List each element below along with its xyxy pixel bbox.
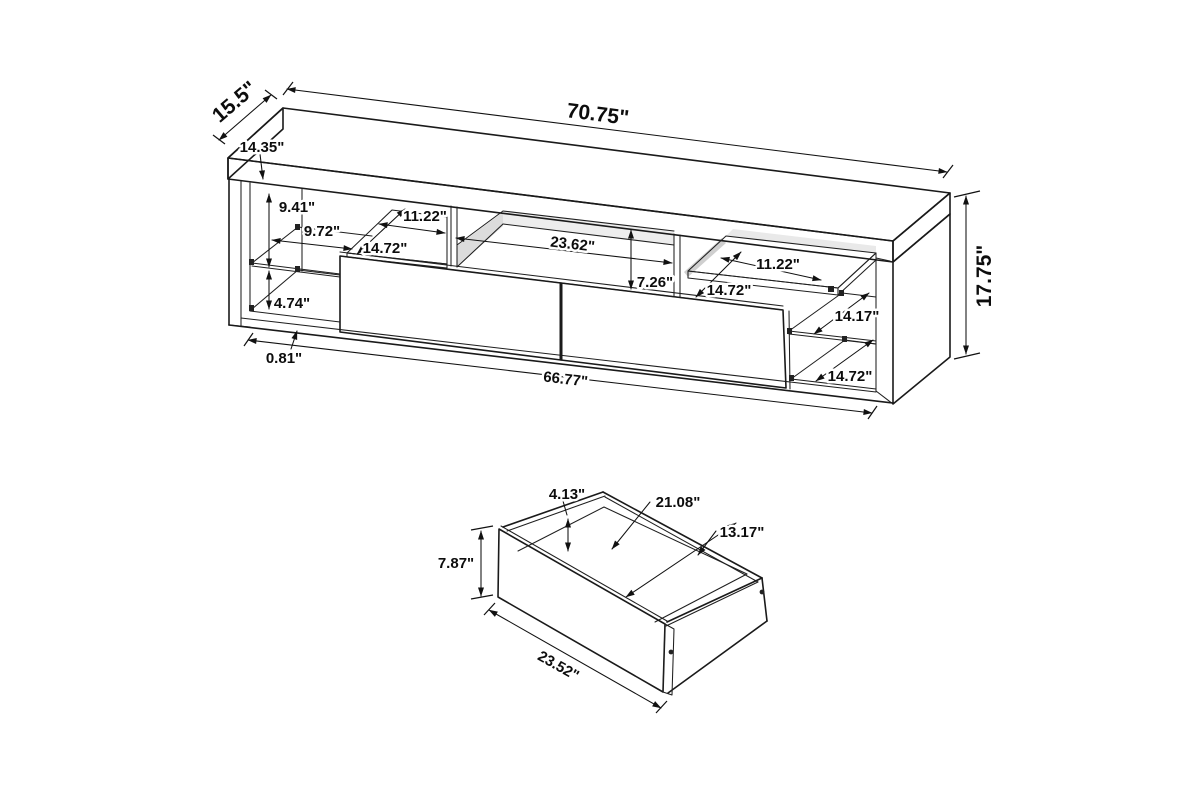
dim-label-height: 17.75" bbox=[973, 245, 996, 308]
dim-tick bbox=[243, 332, 254, 347]
left-floor-front-edge bbox=[249, 310, 341, 323]
dim-leader-interior-height bbox=[562, 500, 568, 516]
dim-line-center-width bbox=[455, 235, 673, 266]
drawer-labels: 4.13" 21.08" 13.17" 7.87" 23.52" bbox=[435, 484, 766, 687]
console-right-panel bbox=[892, 213, 951, 405]
dim-tick bbox=[953, 352, 981, 360]
shelf-clip bbox=[842, 336, 847, 342]
shelf-clip bbox=[249, 305, 254, 311]
dim-line-interior-depth bbox=[625, 522, 737, 598]
dim-label-front-width: 23.52" bbox=[535, 648, 582, 685]
left-shelf-side-edge bbox=[251, 226, 299, 264]
dim-label-top-clearance: 14.35" bbox=[240, 139, 285, 156]
dim-label-front-height: 7.87" bbox=[438, 555, 474, 572]
dim-tick bbox=[655, 700, 668, 714]
dim-leader-base-height bbox=[290, 330, 298, 350]
dim-line-top-depth bbox=[218, 94, 272, 141]
shelf-clip bbox=[249, 259, 254, 265]
dim-label-left-shelf-width: 9.72" bbox=[304, 223, 340, 240]
dim-line-interior-width bbox=[247, 338, 873, 415]
dim-label-interior-height: 4.13" bbox=[549, 486, 585, 503]
shelf-clip bbox=[839, 290, 844, 296]
console-labels: 70.75" 15.5" 17.75" 14.35" 9.41" 9.72" 1… bbox=[205, 74, 998, 393]
dim-label-center-height: 7.26" bbox=[637, 274, 673, 291]
console-right-panel-top bbox=[875, 257, 891, 262]
dim-tick bbox=[282, 81, 294, 96]
drawer1-front bbox=[339, 255, 562, 361]
left-floor-side-edge bbox=[251, 269, 299, 310]
dim-label-right-upper-shelf-depth: 14.17" bbox=[835, 308, 880, 325]
dim-label-left-shelf-depth: 14.72" bbox=[363, 240, 408, 257]
dim-line-top-width bbox=[286, 87, 948, 174]
shelf-clip bbox=[295, 266, 300, 272]
drawer2-front bbox=[560, 282, 787, 389]
dim-tick bbox=[483, 602, 496, 616]
dim-label-right-shelf-span: 11.22" bbox=[756, 256, 800, 273]
dim-tick bbox=[470, 525, 494, 531]
drawer-floor-right-edge bbox=[654, 573, 748, 623]
drawer-left-rim bbox=[502, 491, 604, 528]
dim-label-interior-width: 21.08" bbox=[656, 494, 701, 511]
dim-line-right-upper-shelf-depth bbox=[813, 292, 870, 335]
dim-label-center-width: 23.62" bbox=[549, 234, 595, 256]
drawer-right-rim-inner bbox=[665, 581, 759, 627]
dim-label-interior-width: 66.77" bbox=[542, 368, 588, 390]
dim-label-left-upper-height: 9.41" bbox=[279, 199, 315, 216]
drawer-front-panel-end bbox=[662, 623, 675, 696]
dim-tick bbox=[942, 164, 954, 179]
center-backwall-top bbox=[502, 210, 675, 232]
console-diagram: 70.75" 15.5" 17.75" 14.35" 9.41" 9.72" 1… bbox=[205, 74, 999, 420]
dim-line-left-shelf-span bbox=[378, 222, 446, 235]
drawer-diagram: 4.13" 21.08" 13.17" 7.87" 23.52" bbox=[435, 484, 768, 714]
screw-hole bbox=[668, 649, 674, 655]
dim-label-base-height: 0.81" bbox=[266, 350, 302, 367]
drawer-right-rim bbox=[666, 577, 763, 623]
drawer-bottom-right-edge bbox=[667, 620, 768, 694]
dim-leader-top-clearance bbox=[259, 153, 265, 180]
dim-tick bbox=[470, 594, 494, 600]
shelf-clip bbox=[295, 224, 300, 230]
shelf-bracket bbox=[828, 286, 834, 292]
drawer-front-panel bbox=[497, 528, 666, 693]
screw-hole bbox=[759, 589, 765, 595]
console-right-panel-bottom bbox=[875, 390, 894, 405]
drawer-left-rim-inner bbox=[506, 495, 606, 532]
console-right-backwall bbox=[726, 229, 876, 253]
drawer-floor-left-edge bbox=[517, 506, 605, 552]
drawer-dimensions bbox=[470, 500, 737, 714]
dim-tick bbox=[264, 89, 278, 100]
console-dimensions bbox=[212, 81, 981, 420]
dim-tick bbox=[212, 134, 226, 145]
dim-tick bbox=[953, 190, 981, 198]
right-floating-shelf-end bbox=[837, 252, 877, 296]
dim-label-top-depth: 15.5" bbox=[208, 77, 262, 128]
dim-label-right-lower-shelf-depth: 14.72" bbox=[828, 368, 873, 385]
drawer-front-panel-top-edge bbox=[500, 525, 668, 622]
shelf-clip bbox=[787, 328, 792, 334]
dim-tick bbox=[867, 405, 878, 420]
dim-line-right-shelf-depth bbox=[695, 251, 742, 298]
right-shelf-back-edge bbox=[841, 292, 877, 298]
drawer-back-right-edge bbox=[761, 577, 768, 622]
shelf-clip bbox=[789, 375, 794, 381]
left-floating-shelf-edge bbox=[346, 252, 448, 269]
dim-line-front-width bbox=[488, 609, 662, 709]
left-floor-back-edge bbox=[297, 269, 341, 276]
dim-label-interior-depth: 13.17" bbox=[720, 524, 765, 541]
dim-label-left-lower-height: 4.74" bbox=[274, 295, 310, 312]
dim-label-left-shelf-span: 11.22" bbox=[403, 208, 447, 225]
console-top-right-end bbox=[892, 192, 951, 263]
dim-line-left-shelf-width bbox=[271, 237, 353, 252]
dim-label-right-shelf-depth: 14.72" bbox=[707, 282, 752, 299]
